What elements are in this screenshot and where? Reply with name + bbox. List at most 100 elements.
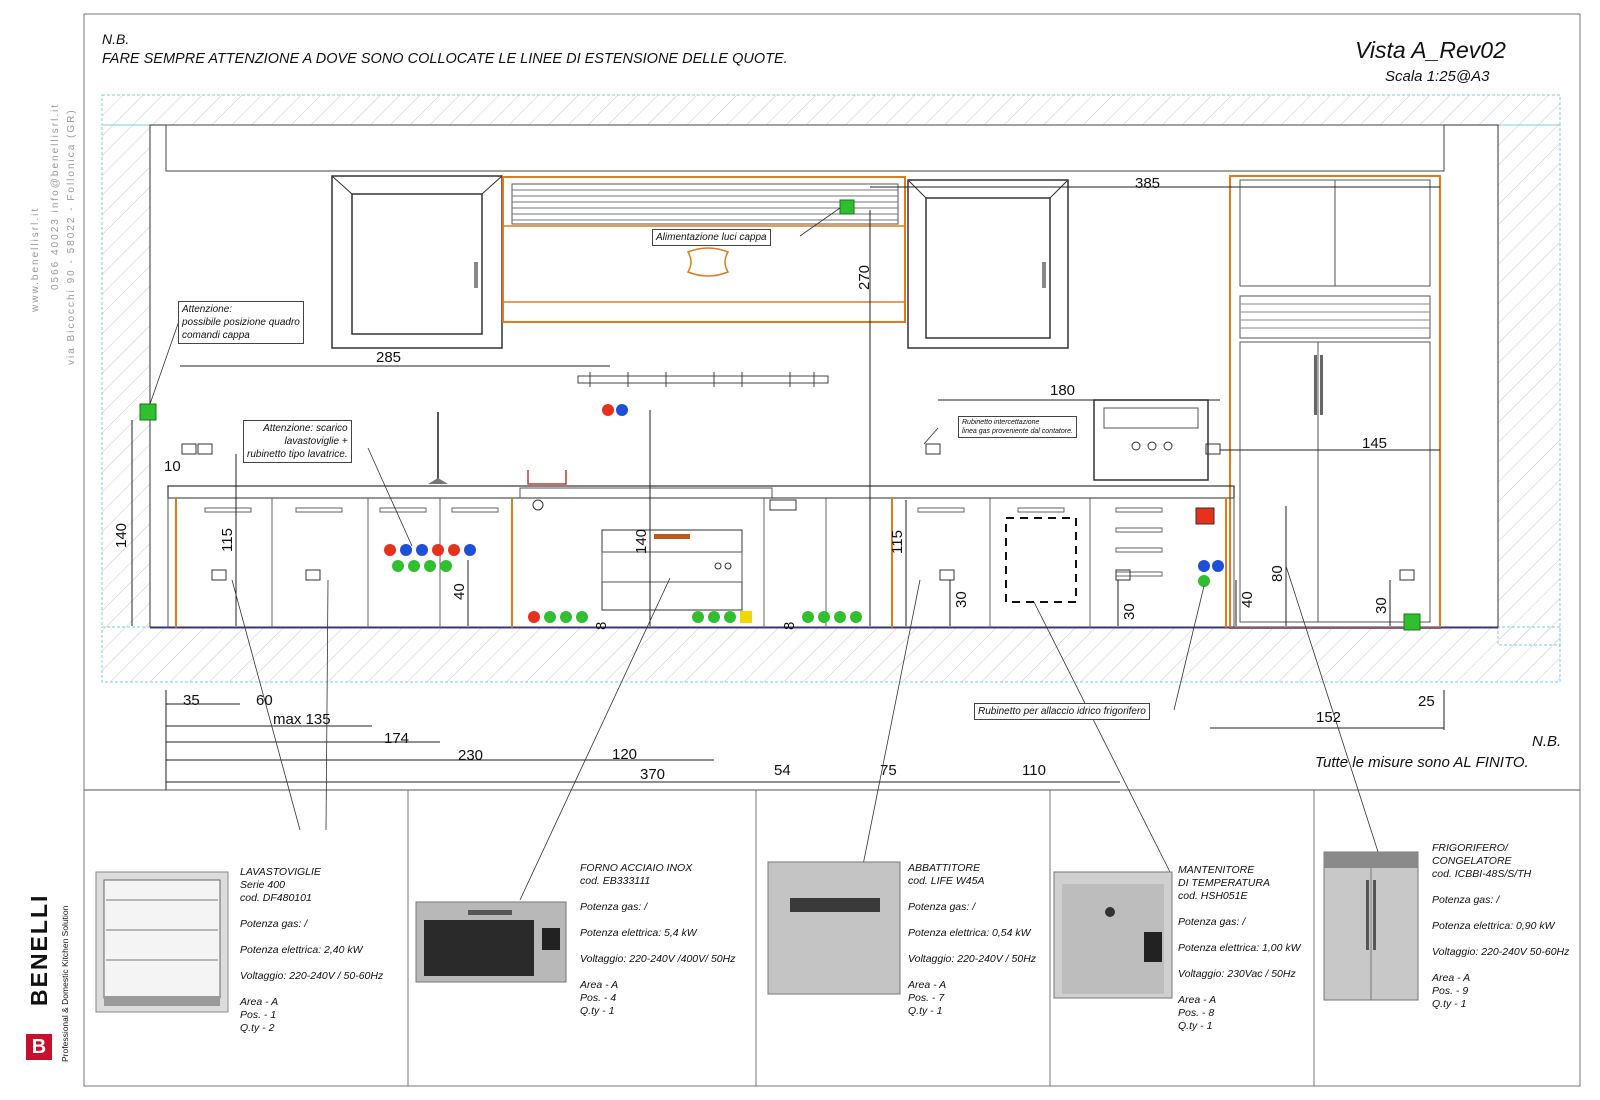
wall-hatching [101, 94, 1561, 683]
quantity: Q.ty - 1 [908, 1005, 943, 1017]
dim-140-oven: 140 [633, 529, 650, 554]
callout-line: comandi cappa [182, 330, 250, 341]
position: Pos. - 4 [580, 992, 617, 1004]
dim-60: 60 [256, 692, 273, 709]
dim-8-oven: 8 [593, 622, 610, 630]
dim-230: 230 [458, 747, 483, 764]
blast-chiller-outline [1005, 517, 1077, 603]
area: Area - A [580, 979, 619, 991]
voltage: Voltaggio: 220-240V /400V/ 50Hz [580, 953, 736, 965]
voltage: Voltaggio: 220-240V 50-60Hz [1432, 946, 1570, 958]
product-code: cod. DF480101 [240, 892, 312, 904]
product-code: cod. EB333111 [580, 875, 651, 887]
area: Area - A [1432, 972, 1471, 984]
benelli-logo: B [26, 1010, 52, 1060]
dim-120: 120 [612, 746, 637, 763]
area: Area - A [240, 996, 279, 1008]
dim-370: 370 [640, 766, 665, 783]
cabinet-drawers [204, 498, 1163, 628]
nb-warning: FARE SEMPRE ATTENZIONE A DOVE SONO COLLO… [102, 51, 788, 67]
fridge-column [1229, 175, 1441, 629]
footer-nb-label: N.B. [1532, 733, 1562, 750]
callout-rubinetto-frigo: Rubinetto per allaccio idrico frigorifer… [974, 703, 1150, 720]
callout-alimentazione-luci: Alimentazione luci cappa [652, 229, 771, 246]
area: Area - A [1178, 994, 1217, 1006]
position: Pos. - 8 [1178, 1007, 1215, 1019]
dim-152: 152 [1316, 709, 1341, 726]
footer-nb-text: Tutte le misure sono AL FINITO. [1315, 754, 1529, 771]
electric-power: Potenza elettrica: 5,4 kW [580, 927, 697, 939]
product-name: ABBATTITORE [908, 862, 980, 874]
dim-30-chiller: 30 [953, 591, 970, 608]
sink-faucet [428, 412, 448, 484]
dim-115-left: 115 [219, 528, 236, 552]
product-code: cod. HSH051E [1178, 890, 1248, 902]
gas-power: Potenza gas: / [908, 901, 976, 913]
position: Pos. - 7 [908, 992, 945, 1004]
dim-40-fridge: 40 [1239, 591, 1256, 608]
dim-140-left: 140 [113, 523, 130, 548]
spec-dishwasher: LAVASTOVIGLIE Serie 400 cod. DF480101 Po… [240, 866, 383, 1035]
electric-power: Potenza elettrica: 0,90 kW [1432, 920, 1555, 932]
dim-174: 174 [384, 730, 409, 747]
quantity: Q.ty - 1 [1432, 998, 1467, 1010]
spec-holding-cabinet: MANTENITORE DI TEMPERATURA cod. HSH051E … [1178, 864, 1301, 1033]
dim-54: 54 [774, 762, 791, 779]
callout-attenzione-quadro: Attenzione: possibile posizione quadro c… [178, 301, 304, 344]
dim-75: 75 [880, 762, 897, 779]
hood [502, 176, 906, 323]
product-name: MANTENITORE [1178, 864, 1255, 876]
electric-power: Potenza elettrica: 2,40 kW [240, 944, 363, 956]
logo-b-mark: B [26, 1034, 52, 1060]
dim-30-holder: 30 [1121, 603, 1138, 620]
callout-line: Rubinetto intercettazione [962, 419, 1040, 426]
voltage: Voltaggio: 220-240V / 50Hz [908, 953, 1037, 965]
dim-40-sink: 40 [451, 583, 468, 600]
dim-30-fridge: 30 [1373, 597, 1390, 614]
quantity: Q.ty - 1 [580, 1005, 615, 1017]
spec-blast-chiller: ABBATTITORE cod. LIFE W45A Potenza gas: … [908, 862, 1036, 1018]
view-title: Vista A_Rev02 [1355, 37, 1506, 63]
dim-80: 80 [1269, 565, 1286, 582]
product-name: LAVASTOVIGLIE [240, 866, 321, 878]
nb-label: N.B. [102, 31, 130, 47]
dimension-lines [131, 186, 1445, 790]
oven [519, 470, 797, 611]
drawing-scale: Scala 1:25@A3 [1385, 68, 1490, 85]
callout-line: linea gas proveniente dal contatore. [962, 428, 1073, 435]
dim-180: 180 [1050, 382, 1075, 399]
callout-line: Attenzione: [182, 304, 233, 315]
product-name-2: DI TEMPERATURA [1178, 877, 1270, 889]
callout-line: possibile posizione quadro [182, 317, 300, 328]
spec-fridge: FRIGORIFERO/ CONGELATORE cod. ICBBI-48S/… [1432, 842, 1569, 1011]
electric-power: Potenza elettrica: 0,54 kW [908, 927, 1031, 939]
product-name: FORNO ACCIAIO INOX [580, 862, 693, 874]
product-series: Serie 400 [240, 879, 285, 891]
dim-110: 110 [1022, 762, 1046, 779]
electric-power: Potenza elettrica: 1,00 kW [1178, 942, 1301, 954]
gas-power: Potenza gas: / [1178, 916, 1246, 928]
dim-115-chiller: 115 [889, 530, 906, 554]
callout-attenzione-scarico: Attenzione: scarico lavastoviglie + rubi… [243, 420, 352, 463]
product-code: cod. LIFE W45A [908, 875, 985, 887]
product-code: cod. ICBBI-48S/S/TH [1432, 868, 1532, 880]
callout-line: lavastoviglie + [284, 436, 348, 447]
leader-lines [149, 207, 1381, 901]
dim-285: 285 [376, 349, 401, 366]
spec-oven: FORNO ACCIAIO INOX cod. EB333111 Potenza… [580, 862, 735, 1018]
utensil-rail [577, 372, 829, 387]
callout-rubinetto-gas: Rubinetto intercettazione linea gas prov… [958, 416, 1077, 438]
dim-8-right: 8 [781, 622, 798, 630]
voltage: Voltaggio: 220-240V / 50-60Hz [240, 970, 384, 982]
gas-power: Potenza gas: / [1432, 894, 1500, 906]
gas-power: Potenza gas: / [580, 901, 648, 913]
position: Pos. - 1 [240, 1009, 277, 1021]
dim-max-135: max 135 [273, 711, 331, 728]
dim-145: 145 [1362, 435, 1387, 452]
product-name: FRIGORIFERO/ [1432, 842, 1508, 854]
quantity: Q.ty - 2 [240, 1022, 275, 1034]
dim-35: 35 [183, 692, 200, 709]
dim-385: 385 [1135, 175, 1160, 192]
